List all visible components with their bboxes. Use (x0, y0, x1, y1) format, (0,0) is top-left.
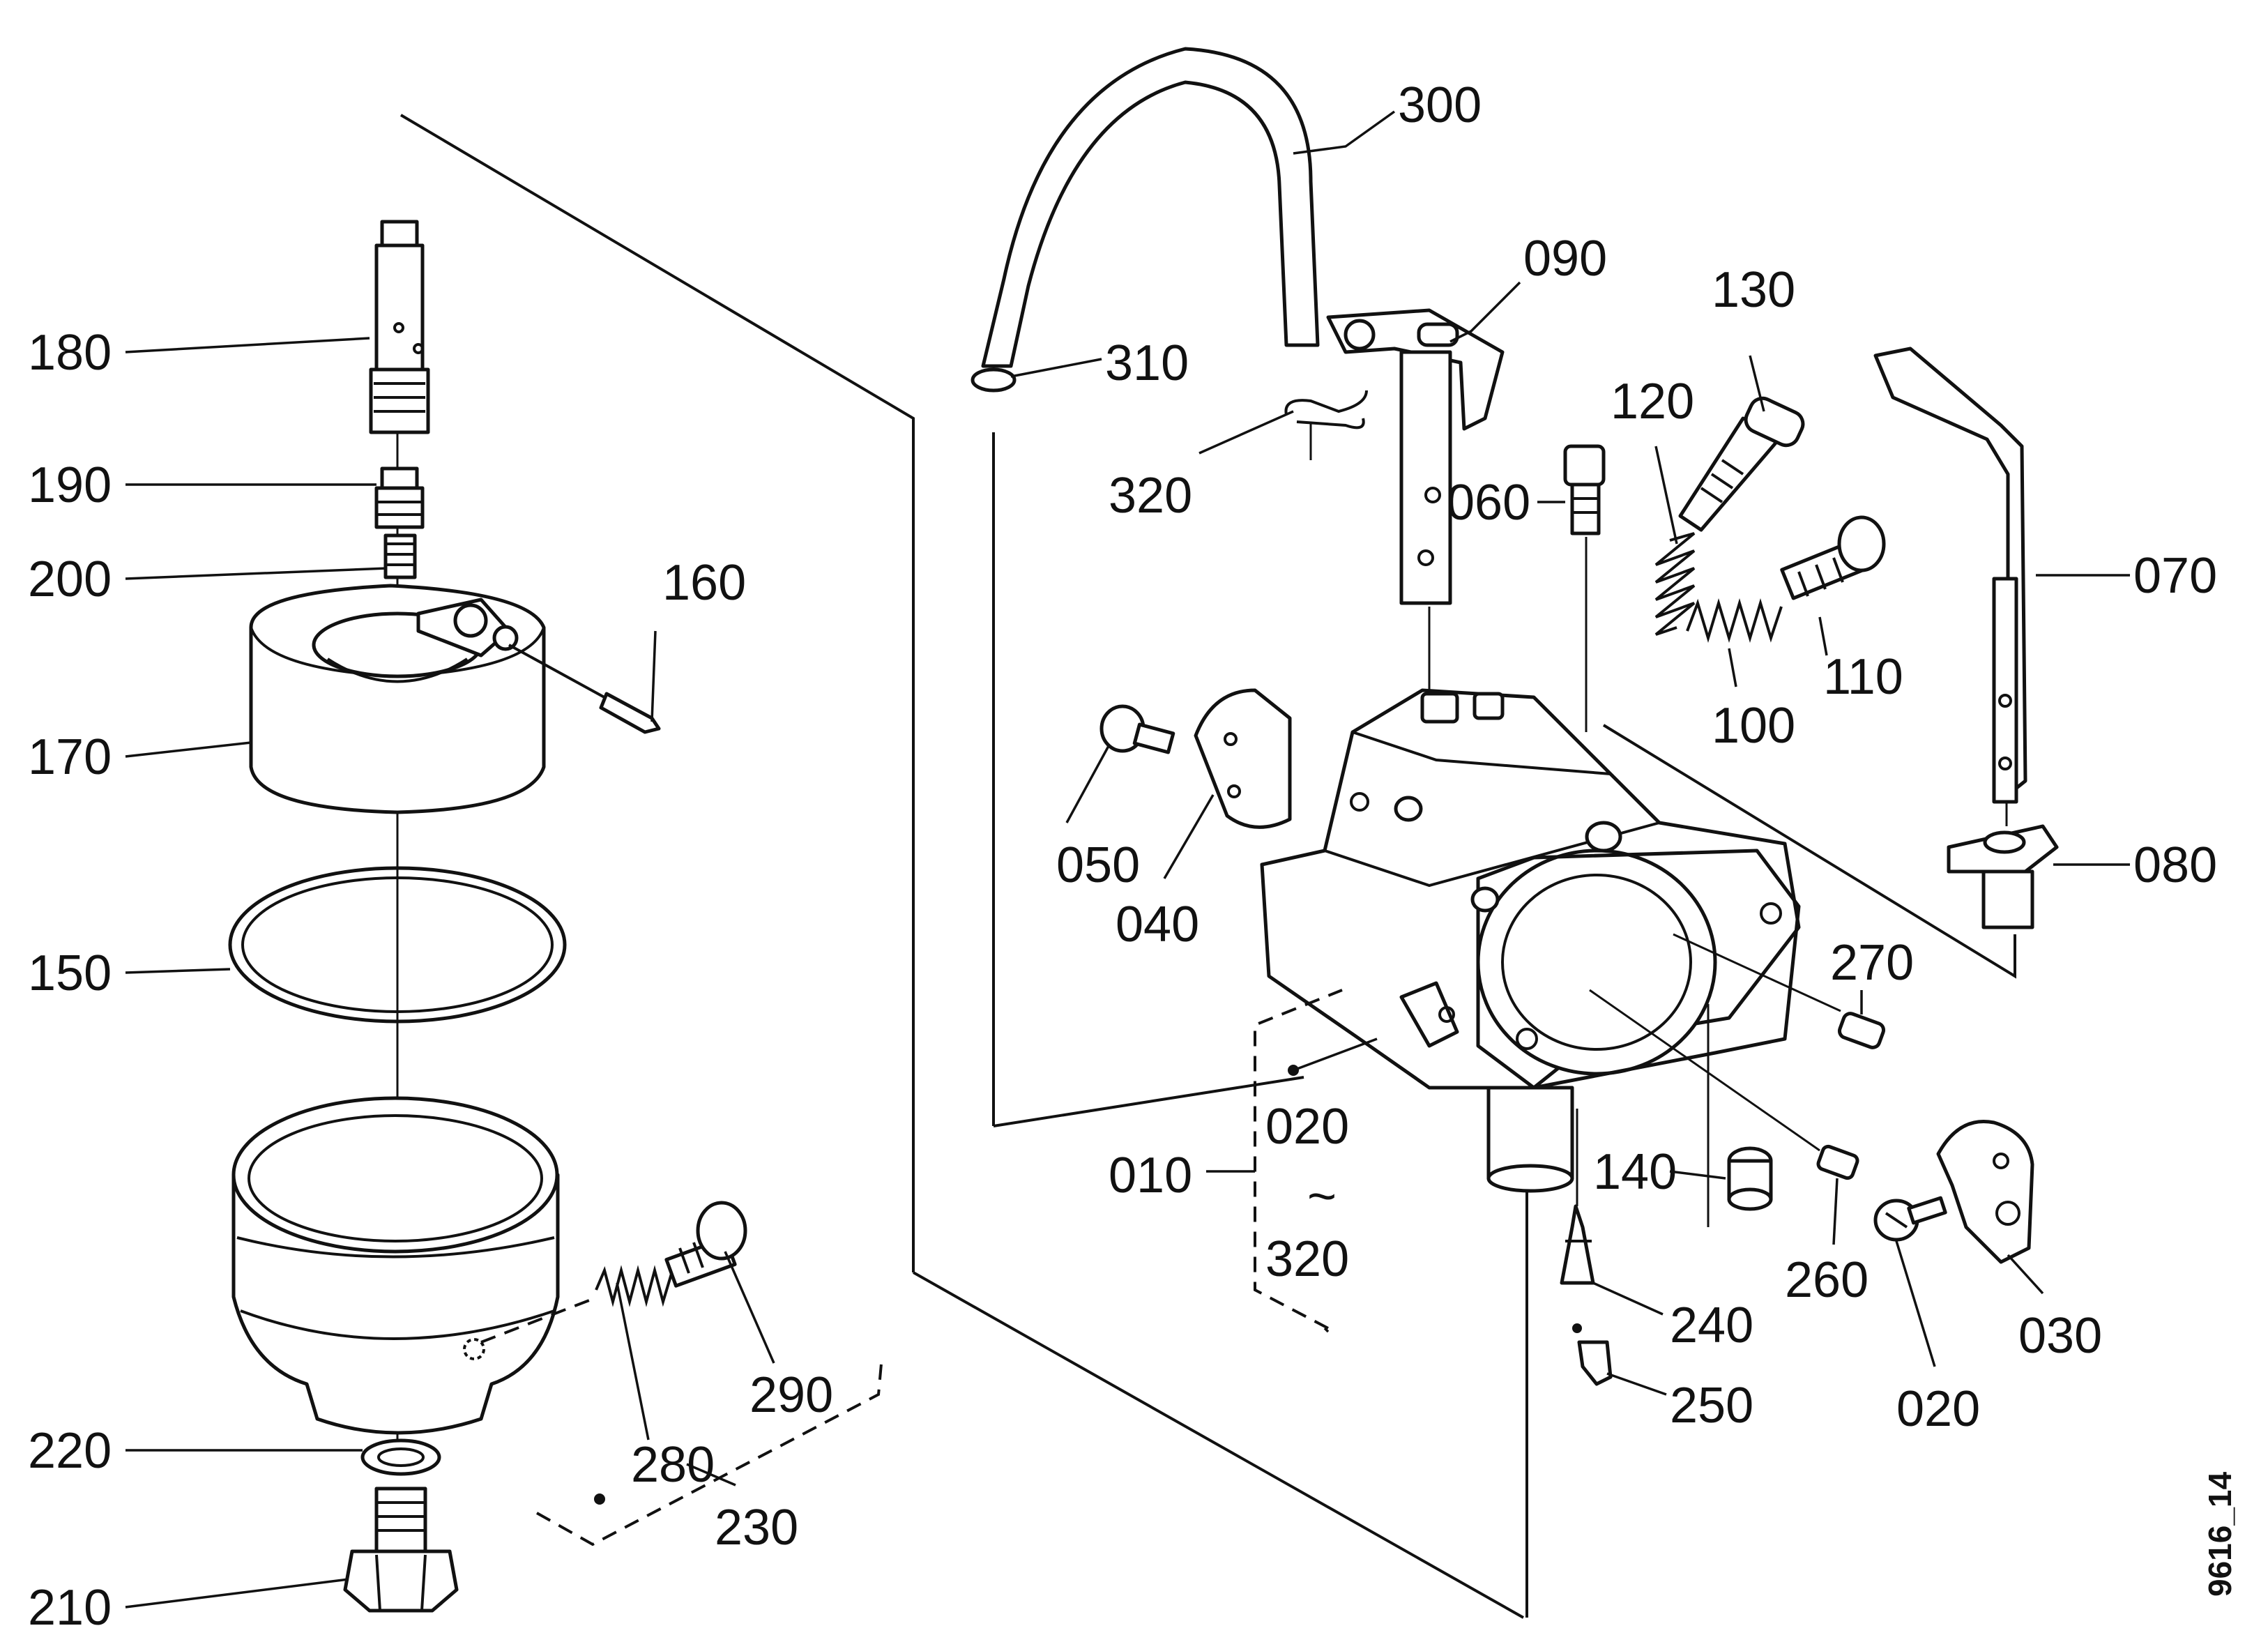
mount-screw-part (1873, 1196, 1947, 1242)
callout-150: 150 (28, 945, 112, 1001)
leader-lines (125, 110, 2130, 1609)
throttle-spring-part (1654, 532, 1696, 636)
callout-250: 250 (1670, 1378, 1753, 1434)
callout-220: 220 (28, 1423, 112, 1479)
callout-tilde: ~ (1307, 1169, 1337, 1224)
callout-270: 270 (1830, 935, 1914, 991)
jet-holder-part (1727, 1146, 1773, 1211)
jet-spring-part (383, 533, 417, 579)
callout-290: 290 (749, 1367, 833, 1423)
callout-320-upper: 320 (1109, 468, 1192, 524)
bowl-bolt-part (343, 1487, 459, 1613)
callout-300: 300 (1398, 77, 1482, 133)
callout-310: 310 (1105, 335, 1189, 391)
pilot-spring-part (1686, 598, 1783, 643)
drain-washer-part (360, 1438, 441, 1476)
carburetor-body-part (1260, 688, 1801, 1193)
choke-shaft-part (1326, 308, 1505, 605)
callout-320-lower: 320 (1265, 1231, 1349, 1287)
callout-280: 280 (631, 1437, 715, 1493)
fuel-hose-part (981, 47, 1320, 368)
callout-labels: 180 190 200 170 160 150 220 210 280 290 … (28, 77, 2217, 1636)
assembly-frames (399, 114, 2016, 1619)
callout-200: 200 (28, 552, 112, 607)
callout-020-upper: 020 (1265, 1099, 1349, 1155)
body-plug-part (1837, 1012, 1886, 1049)
callout-090: 090 (1523, 231, 1607, 287)
callout-080: 080 (2133, 837, 2217, 893)
callout-180: 180 (28, 325, 112, 381)
float-bowl-group (228, 220, 883, 1613)
throttle-lever-part (1873, 347, 2027, 804)
bowl-gasket-part (228, 866, 567, 1024)
callout-060: 060 (1447, 475, 1530, 531)
throttle-stop-screw-part (1678, 396, 1805, 532)
float-pin-part (508, 644, 661, 734)
drain-screw-part (664, 1201, 747, 1288)
needle-clip-part (1572, 1323, 1613, 1386)
hose-clip-part (1284, 390, 1368, 429)
main-nozzle-part (369, 220, 430, 434)
float-part (249, 584, 546, 814)
callout-020-lower: 020 (1896, 1381, 1980, 1437)
bowl-kit-bracket (536, 1355, 883, 1546)
small-plug-part (1816, 1144, 1859, 1180)
callout-210: 210 (28, 1580, 112, 1636)
mounting-plate-part (1936, 1120, 2034, 1264)
hose-clamp-ring (971, 367, 1017, 393)
callout-160: 160 (662, 555, 746, 611)
callout-230: 230 (715, 1500, 798, 1556)
callout-190: 190 (28, 457, 112, 513)
callout-110: 110 (1823, 649, 1903, 705)
carburetor-group (971, 47, 2059, 1386)
callout-070: 070 (2133, 548, 2217, 604)
cover-plate-part (1194, 688, 1292, 829)
drain-spring-part (595, 1265, 673, 1307)
callout-240: 240 (1670, 1298, 1753, 1353)
reference-code: 9616_14 (2202, 1472, 2238, 1597)
callout-120: 120 (1611, 374, 1694, 429)
callout-030: 030 (2018, 1308, 2102, 1364)
callout-130: 130 (1712, 262, 1795, 318)
callout-040: 040 (1116, 897, 1199, 952)
main-jet-part (374, 466, 425, 529)
callout-260: 260 (1785, 1252, 1869, 1308)
float-needle-part (1560, 1204, 1595, 1285)
cover-screw-part (1099, 704, 1175, 754)
callout-100: 100 (1712, 698, 1795, 754)
throttle-cam-part (1947, 824, 2059, 929)
callout-010: 010 (1109, 1148, 1192, 1203)
idle-screw-part (1563, 444, 1606, 535)
pilot-screw-part (1780, 515, 1886, 600)
callout-050: 050 (1056, 837, 1140, 893)
callout-170: 170 (28, 729, 112, 785)
callout-140: 140 (1593, 1144, 1677, 1200)
float-bowl-part (231, 1096, 590, 1435)
